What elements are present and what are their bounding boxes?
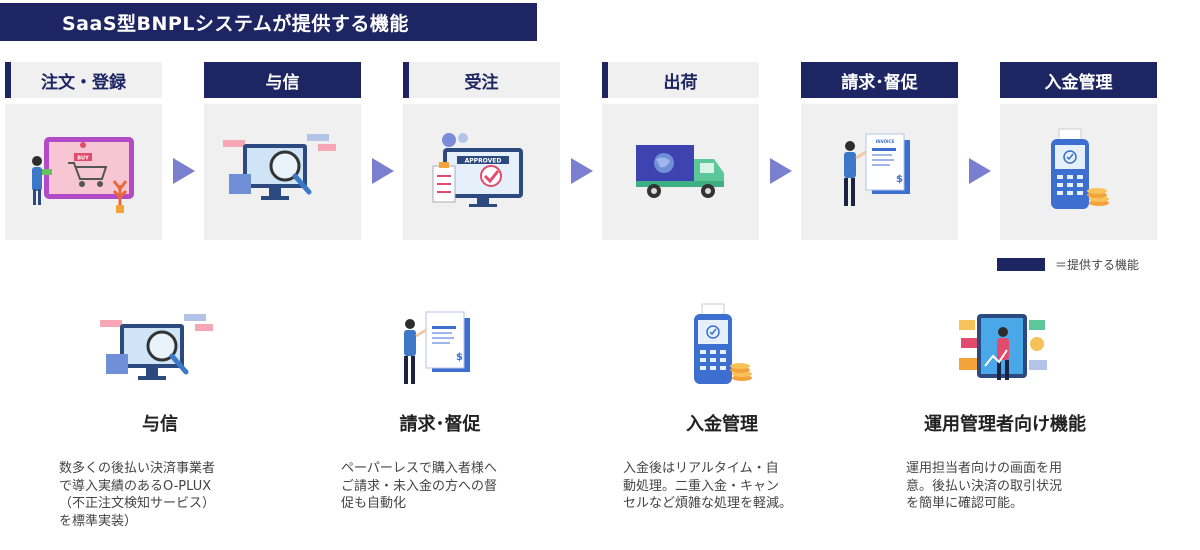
monitor-magnifier-icon — [100, 314, 213, 380]
step-header: 出荷 — [602, 62, 759, 98]
step-label: 入金管理 — [1044, 72, 1113, 93]
svg-text:$: $ — [896, 174, 903, 185]
feature-illustration: $ — [315, 300, 565, 392]
feature-title: 入金管理 — [686, 414, 758, 435]
step-header: 受注 — [403, 62, 560, 98]
step-illustration: INVOICE $ — [801, 104, 958, 240]
step-label: 与信 — [265, 72, 300, 93]
payment-terminal-icon — [1050, 128, 1109, 209]
step-marker — [5, 62, 11, 98]
step-label: 受注 — [464, 72, 499, 93]
step-illustration — [602, 104, 759, 240]
buy-text: BUY — [77, 156, 89, 162]
step-marker — [801, 62, 807, 98]
feature-desc-line: 数多くの後払い決済事業者 — [59, 461, 216, 476]
svg-text:$: $ — [456, 352, 463, 363]
feature-payment-management: 入金管理 入金後はリアルタイム・自 動処理。二重入金・キャン セルなど煩雑な処理… — [597, 300, 847, 513]
feature-description: 入金後はリアルタイム・自 動処理。二重入金・キャン セルなど煩雑な処理を軽減。 — [597, 460, 847, 513]
step-illustration: APPROVED — [403, 104, 560, 240]
flow-arrow — [173, 158, 195, 184]
delivery-truck-icon — [635, 145, 724, 198]
payment-terminal-icon — [694, 303, 752, 384]
step-header: 与信 — [204, 62, 361, 98]
step-marker — [403, 62, 409, 98]
feature-desc-line: 動処理。二重入金・キャン — [623, 478, 780, 494]
feature-title: 請求･督促 — [399, 414, 481, 435]
feature-billing-dunning: $ 請求･督促 ペーパーレスで購入者様へ ご請求・未入金の方への督 促も自動化 — [315, 300, 565, 513]
approved-monitor-icon: APPROVED — [432, 133, 523, 207]
step-credit-check: 与信 — [204, 62, 361, 240]
step-illustration — [204, 104, 361, 240]
invoice-text: INVOICE — [875, 139, 894, 144]
flow-arrow — [770, 158, 792, 184]
feature-desc-line: （不正注文検知サービス） — [59, 496, 216, 512]
approved-text: APPROVED — [464, 158, 501, 165]
step-order-registration: 注文・登録 BUY — [5, 62, 162, 240]
step-header: 注文・登録 — [5, 62, 162, 98]
legend-text: ＝提供する機能 — [1055, 258, 1140, 272]
feature-desc-line: セルなど煩雑な処理を軽減。 — [623, 496, 793, 512]
feature-desc-line: ペーパーレスで購入者様へ — [341, 461, 497, 476]
feature-illustration — [35, 300, 285, 392]
step-marker — [1000, 62, 1006, 98]
step-header: 入金管理 — [1000, 62, 1157, 98]
feature-description: ペーパーレスで購入者様へ ご請求・未入金の方への督 促も自動化 — [315, 460, 565, 513]
step-label: 請求･督促 — [841, 72, 918, 93]
feature-description: 数多くの後払い決済事業者 で導入実績のあるO-PLUX （不正注文検知サービス）… — [35, 460, 285, 530]
step-label: 出荷 — [663, 72, 698, 93]
step-illustration: BUY — [5, 104, 162, 240]
feature-desc-line: 運用担当者向けの画面を用 — [906, 461, 1063, 476]
legend-swatch — [997, 258, 1045, 271]
feature-illustration — [597, 300, 847, 392]
feature-title: 運用管理者向け機能 — [924, 414, 1086, 435]
feature-desc-line: 促も自動化 — [341, 496, 407, 512]
flow-arrow — [571, 158, 593, 184]
flow-arrow — [969, 158, 991, 184]
flow-arrow — [372, 158, 394, 184]
invoice-icon: INVOICE $ — [843, 133, 910, 206]
shopping-cart-icon: BUY — [31, 137, 134, 213]
step-marker — [204, 62, 210, 98]
feature-desc-line: 入金後はリアルタイム・自 — [623, 461, 779, 476]
feature-credit-check: 与信 数多くの後払い決済事業者 で導入実績のあるO-PLUX （不正注文検知サー… — [35, 300, 285, 530]
admin-dashboard-icon — [959, 314, 1047, 380]
process-flow: 注文・登録 BUY 与信 — [5, 62, 1160, 242]
step-header: 請求･督促 — [801, 62, 958, 98]
feature-title: 与信 — [142, 414, 178, 435]
invoice-icon: $ — [404, 311, 470, 384]
feature-description: 運用担当者向けの画面を用 意。後払い決済の取引状況 を簡単に確認可能。 — [880, 460, 1130, 513]
feature-illustration — [880, 300, 1130, 392]
page-title: SaaS型BNPLシステムが提供する機能 — [0, 3, 537, 41]
legend: ＝提供する機能 — [997, 256, 1139, 273]
step-billing-dunning: 請求･督促 INVOICE $ — [801, 62, 958, 240]
feature-desc-line: 意。後払い決済の取引状況 — [906, 478, 1063, 494]
step-order-acceptance: 受注 APPROVED — [403, 62, 560, 240]
monitor-magnifier-icon — [222, 134, 336, 200]
step-illustration — [1000, 104, 1157, 240]
feature-admin-functions: 運用管理者向け機能 運用担当者向けの画面を用 意。後払い決済の取引状況 を簡単に… — [880, 300, 1130, 513]
feature-desc-line: を簡単に確認可能。 — [906, 496, 1024, 512]
step-label: 注文・登録 — [41, 72, 126, 93]
feature-desc-line: を標準実装） — [59, 513, 138, 529]
feature-desc-line: ご請求・未入金の方への督 — [341, 478, 498, 494]
step-shipping: 出荷 — [602, 62, 759, 240]
feature-desc-line: で導入実績のあるO-PLUX — [59, 478, 212, 494]
step-marker — [602, 62, 608, 98]
step-payment-management: 入金管理 — [1000, 62, 1157, 240]
